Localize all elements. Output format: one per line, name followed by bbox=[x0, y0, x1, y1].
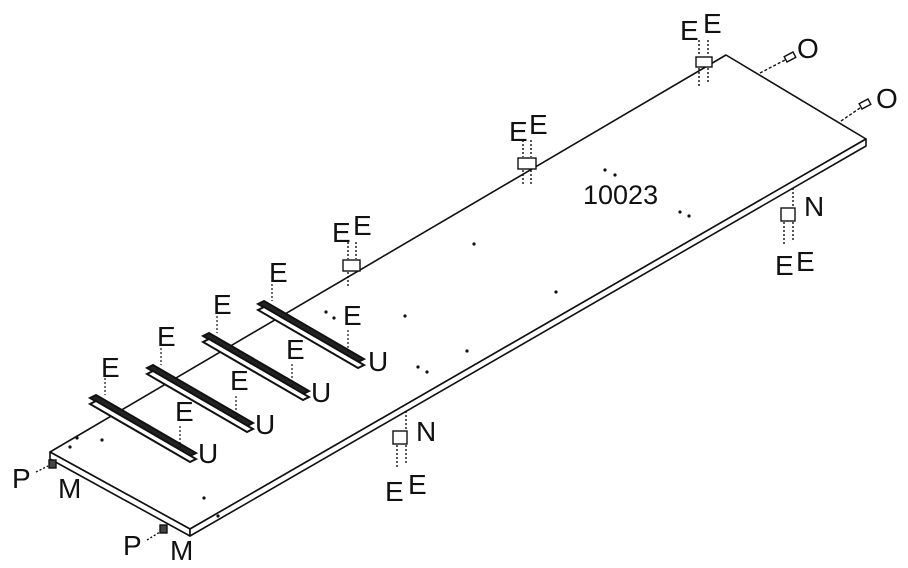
rail-2 bbox=[144, 340, 256, 434]
label-top-bracket-1-a: E bbox=[680, 15, 699, 46]
label-rail-2-a: E bbox=[157, 321, 176, 352]
panel-top-face bbox=[49, 54, 867, 530]
corner-fixings bbox=[35, 459, 168, 541]
label-rail-4-b: E bbox=[343, 300, 362, 331]
holes bbox=[68, 168, 691, 518]
label-rail-2-b: E bbox=[230, 365, 249, 396]
label-rail-1-a: E bbox=[101, 352, 120, 383]
rail-3 bbox=[200, 308, 312, 402]
label-side-bracket-1-e2: E bbox=[796, 246, 815, 277]
label-rail-3-b: E bbox=[286, 334, 305, 365]
label-rail-1-b: E bbox=[175, 396, 194, 427]
label-top-bracket-3-a: E bbox=[332, 217, 351, 248]
side-bracket-2 bbox=[392, 411, 408, 468]
label-side-bracket-1-e1: E bbox=[775, 250, 794, 281]
side-bracket-1 bbox=[780, 188, 796, 245]
label-end-pin-2: O bbox=[876, 83, 898, 114]
panel-board bbox=[49, 54, 867, 537]
top-bracket-1 bbox=[695, 40, 713, 86]
label-rail-4-a: E bbox=[269, 257, 288, 288]
label-top-bracket-1-b: E bbox=[703, 8, 722, 39]
top-bracket-3 bbox=[342, 242, 361, 286]
label-rail-4-u: U bbox=[368, 346, 388, 377]
panel-side-edge bbox=[189, 138, 867, 537]
label-side-bracket-1-n: N bbox=[804, 191, 824, 222]
label-corner-1-p: P bbox=[12, 463, 31, 494]
label-top-bracket-3-b: E bbox=[353, 210, 372, 241]
label-end-pin-1: O bbox=[797, 33, 819, 64]
label-rail-3-a: E bbox=[213, 289, 232, 320]
label-rail-2-u: U bbox=[255, 409, 275, 440]
label-top-bracket-2-b: E bbox=[529, 109, 548, 140]
label-top-bracket-2-a: E bbox=[509, 116, 528, 147]
top-bracket-2 bbox=[517, 140, 537, 186]
label-corner-1-m: M bbox=[58, 473, 81, 504]
part-number: 10023 bbox=[583, 180, 658, 210]
label-rail-1-u: U bbox=[198, 438, 218, 469]
label-corner-2-m: M bbox=[170, 535, 193, 563]
label-rail-3-u: U bbox=[311, 377, 331, 408]
label-corner-2-p: P bbox=[123, 530, 142, 561]
label-side-bracket-2-e2: E bbox=[408, 469, 427, 500]
end-pins bbox=[759, 51, 872, 122]
label-side-bracket-2-n: N bbox=[416, 416, 436, 447]
labels: E E E E E E E E E E E E E E U U U U N E … bbox=[12, 8, 898, 566]
rail-4 bbox=[255, 276, 367, 370]
label-side-bracket-2-e1: E bbox=[385, 476, 404, 507]
rail-1 bbox=[87, 370, 199, 464]
